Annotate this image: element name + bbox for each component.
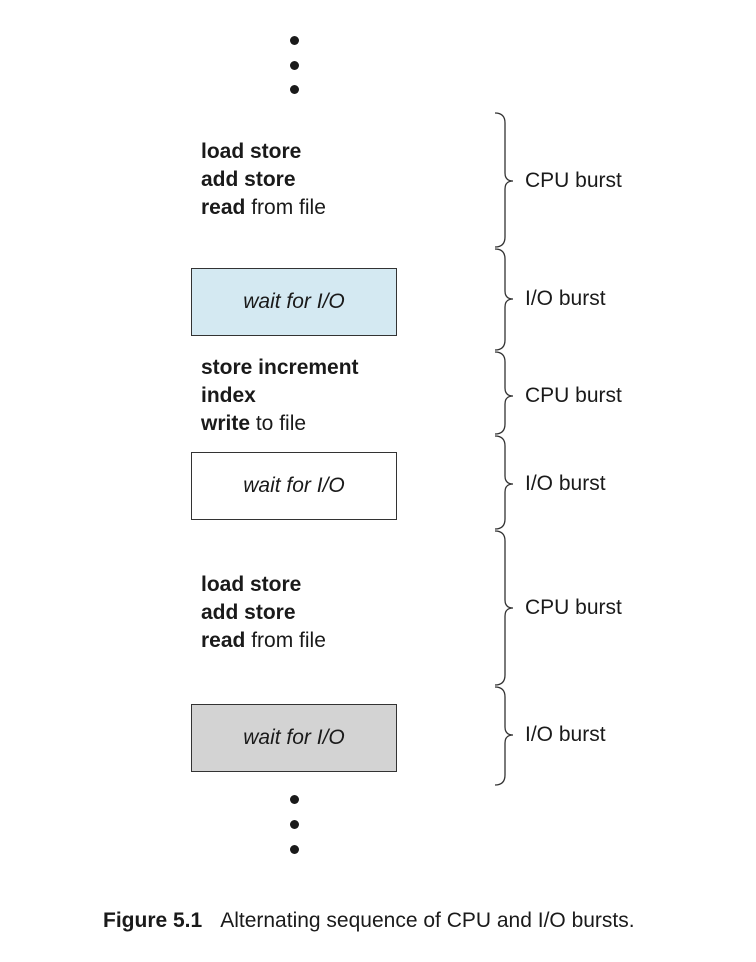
ellipsis-dot-bottom-2 [290,820,299,829]
cpu-instructions-3: load store add store read from file [201,571,326,655]
instruction-line: write to file [201,412,307,435]
figure-caption: Figure 5.1 Alternating sequence of CPU an… [103,909,635,933]
instruction-line: read from file [201,196,326,219]
figure-caption-text: Alternating sequence of CPU and I/O burs… [220,909,635,932]
brace-io-burst-3 [494,686,514,786]
io-wait-text: wait for I/O [243,290,345,313]
cpu-instructions-2: store increment index write to file [201,354,359,438]
instruction-line: store increment [201,356,359,379]
ellipsis-dot-bottom-3 [290,845,299,854]
cpu-instructions-1: load store add store read from file [201,138,326,222]
instruction-line: add store [201,168,296,191]
brace-cpu-burst-3 [494,530,514,686]
instruction-line: index [201,384,256,407]
burst-label-cpu-3: CPU burst [525,596,622,619]
figure-number: Figure 5.1 [103,909,203,932]
ellipsis-dot-top-1 [290,36,299,45]
ellipsis-dot-top-3 [290,85,299,94]
io-wait-text: wait for I/O [243,726,345,749]
burst-label-io-1: I/O burst [525,287,606,310]
burst-label-cpu-2: CPU burst [525,384,622,407]
io-wait-box-2: wait for I/O [191,452,397,520]
brace-cpu-burst-2 [494,351,514,435]
brace-cpu-burst-1 [494,112,514,248]
io-wait-text: wait for I/O [243,474,345,497]
burst-label-io-2: I/O burst [525,472,606,495]
instruction-line: add store [201,601,296,624]
instruction-line: load store [201,140,302,163]
io-wait-box-1: wait for I/O [191,268,397,336]
instruction-line: read from file [201,629,326,652]
burst-label-io-3: I/O burst [525,723,606,746]
brace-io-burst-2 [494,435,514,530]
brace-io-burst-1 [494,248,514,351]
io-wait-box-3: wait for I/O [191,704,397,772]
instruction-line: load store [201,573,302,596]
ellipsis-dot-bottom-1 [290,795,299,804]
burst-label-cpu-1: CPU burst [525,169,622,192]
ellipsis-dot-top-2 [290,61,299,70]
